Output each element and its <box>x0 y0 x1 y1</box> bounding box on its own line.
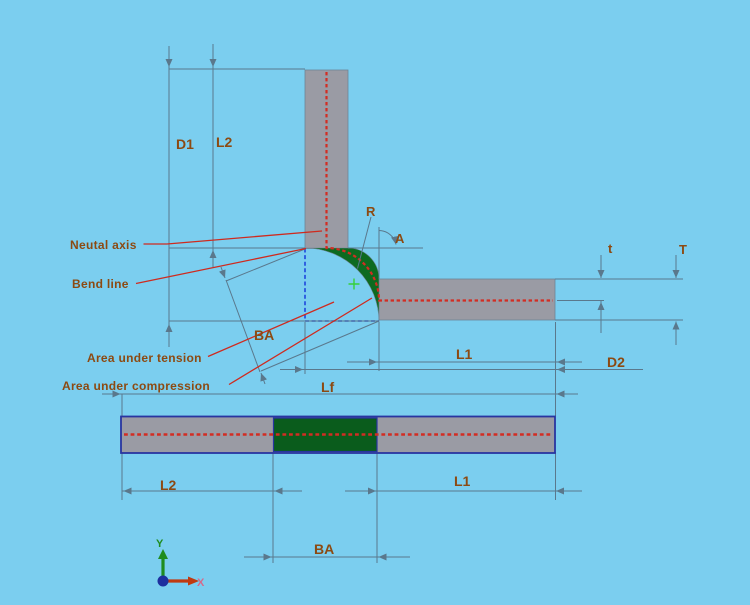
dimension-lines <box>102 44 683 563</box>
label-t-big: T <box>679 242 687 257</box>
origin-sphere <box>157 575 169 587</box>
y-axis-arrowhead <box>158 549 168 559</box>
ucs-axis-icon <box>157 549 199 587</box>
label-axis-x: X <box>197 577 205 589</box>
radius-leader <box>357 216 372 269</box>
bent-part <box>304 69 556 323</box>
label-ba-bottom: BA <box>314 541 334 557</box>
compression-leader <box>228 297 373 386</box>
arrow <box>218 266 226 279</box>
bend-line-leader <box>135 247 307 285</box>
arc-center-mark <box>348 278 360 290</box>
dim-ba-diag-line <box>225 279 261 373</box>
label-r: R <box>366 204 376 219</box>
bend-area <box>304 247 380 323</box>
label-t-small: t <box>608 241 613 256</box>
flat-pattern <box>120 415 556 454</box>
ba-extension-lower <box>260 320 380 372</box>
label-l1-bottom: L1 <box>454 473 471 489</box>
x-axis-arrowhead <box>188 576 199 586</box>
angle-arc <box>378 230 398 245</box>
label-neutral-axis: Neutal axis <box>70 238 137 252</box>
label-l2-bottom: L2 <box>160 477 177 493</box>
label-area-tension: Area under tension <box>87 351 202 365</box>
label-ba-diag: BA <box>254 327 274 343</box>
label-d1: D1 <box>176 136 194 152</box>
label-l2-top: L2 <box>216 134 233 150</box>
label-d2: D2 <box>607 354 625 370</box>
label-bend-line: Bend line <box>72 277 129 291</box>
arrow <box>260 372 268 385</box>
ba-extension-upper <box>225 248 306 282</box>
label-lf: Lf <box>321 379 335 395</box>
leader-lines <box>135 230 373 386</box>
labels: Neutal axis Bend line Area under tension… <box>62 134 687 589</box>
neutral-axis-line <box>325 72 553 302</box>
label-a: A <box>395 231 405 246</box>
tension-leader <box>207 301 335 358</box>
label-axis-y: Y <box>156 538 164 550</box>
neutral-axis-leader <box>143 230 323 245</box>
label-area-compression: Area under compression <box>62 379 210 393</box>
label-l1-top: L1 <box>456 346 473 362</box>
